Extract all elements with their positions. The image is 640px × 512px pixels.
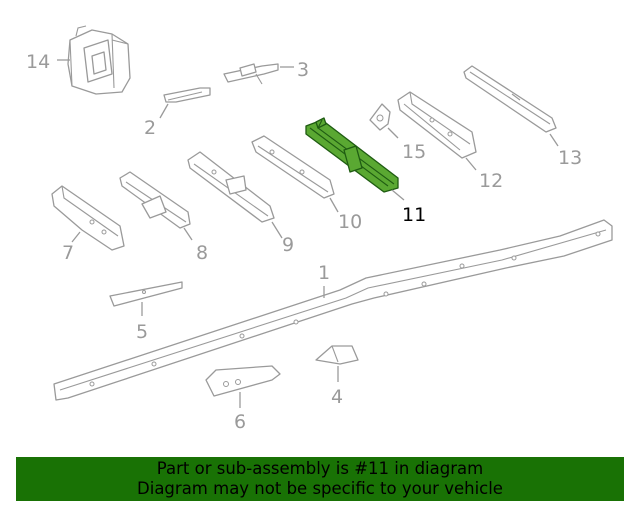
part-10[interactable] [251, 135, 335, 199]
part-15[interactable] [369, 103, 391, 131]
leader-13 [549, 133, 559, 147]
callout-8[interactable]: 8 [196, 242, 208, 264]
callout-2[interactable]: 2 [144, 117, 156, 139]
part-4[interactable] [315, 345, 359, 365]
leader-10 [329, 197, 339, 213]
part-13[interactable] [463, 65, 557, 133]
callout-15[interactable]: 15 [402, 141, 426, 163]
leader-8 [183, 227, 193, 241]
leader-2 [159, 103, 169, 119]
info-banner: Part or sub-assembly is #11 in diagram D… [16, 457, 624, 501]
part-14[interactable] [67, 25, 131, 95]
parts-diagram: 14 3 2 11 15 12 [26, 25, 613, 433]
leader-9 [271, 221, 283, 239]
leader-11 [391, 189, 405, 201]
callout-7[interactable]: 7 [62, 242, 74, 264]
callout-12[interactable]: 12 [479, 170, 503, 192]
callout-11[interactable]: 11 [402, 204, 426, 226]
callout-4[interactable]: 4 [331, 386, 343, 408]
part-5[interactable] [109, 281, 183, 307]
callout-3[interactable]: 3 [297, 59, 309, 81]
callout-6[interactable]: 6 [234, 411, 246, 433]
part-8[interactable] [119, 171, 191, 229]
part-12[interactable] [397, 91, 477, 159]
part-9[interactable] [187, 151, 275, 223]
part-2[interactable] [163, 87, 211, 103]
part-11[interactable] [305, 117, 399, 193]
leader-7 [71, 231, 81, 243]
part-3[interactable] [223, 63, 279, 85]
part-1[interactable] [53, 219, 613, 401]
callout-1[interactable]: 1 [318, 262, 330, 284]
part-6[interactable] [205, 365, 281, 397]
callout-9[interactable]: 9 [282, 234, 294, 256]
leader-15 [387, 127, 399, 139]
callout-14[interactable]: 14 [26, 51, 50, 73]
callout-5[interactable]: 5 [136, 321, 148, 343]
part-7[interactable] [51, 185, 125, 251]
banner-line-2: Diagram may not be specific to your vehi… [137, 479, 503, 498]
leader-12 [465, 157, 477, 171]
banner-line-1: Part or sub-assembly is #11 in diagram [156, 459, 484, 478]
callout-13[interactable]: 13 [558, 147, 582, 169]
callout-10[interactable]: 10 [338, 211, 362, 233]
